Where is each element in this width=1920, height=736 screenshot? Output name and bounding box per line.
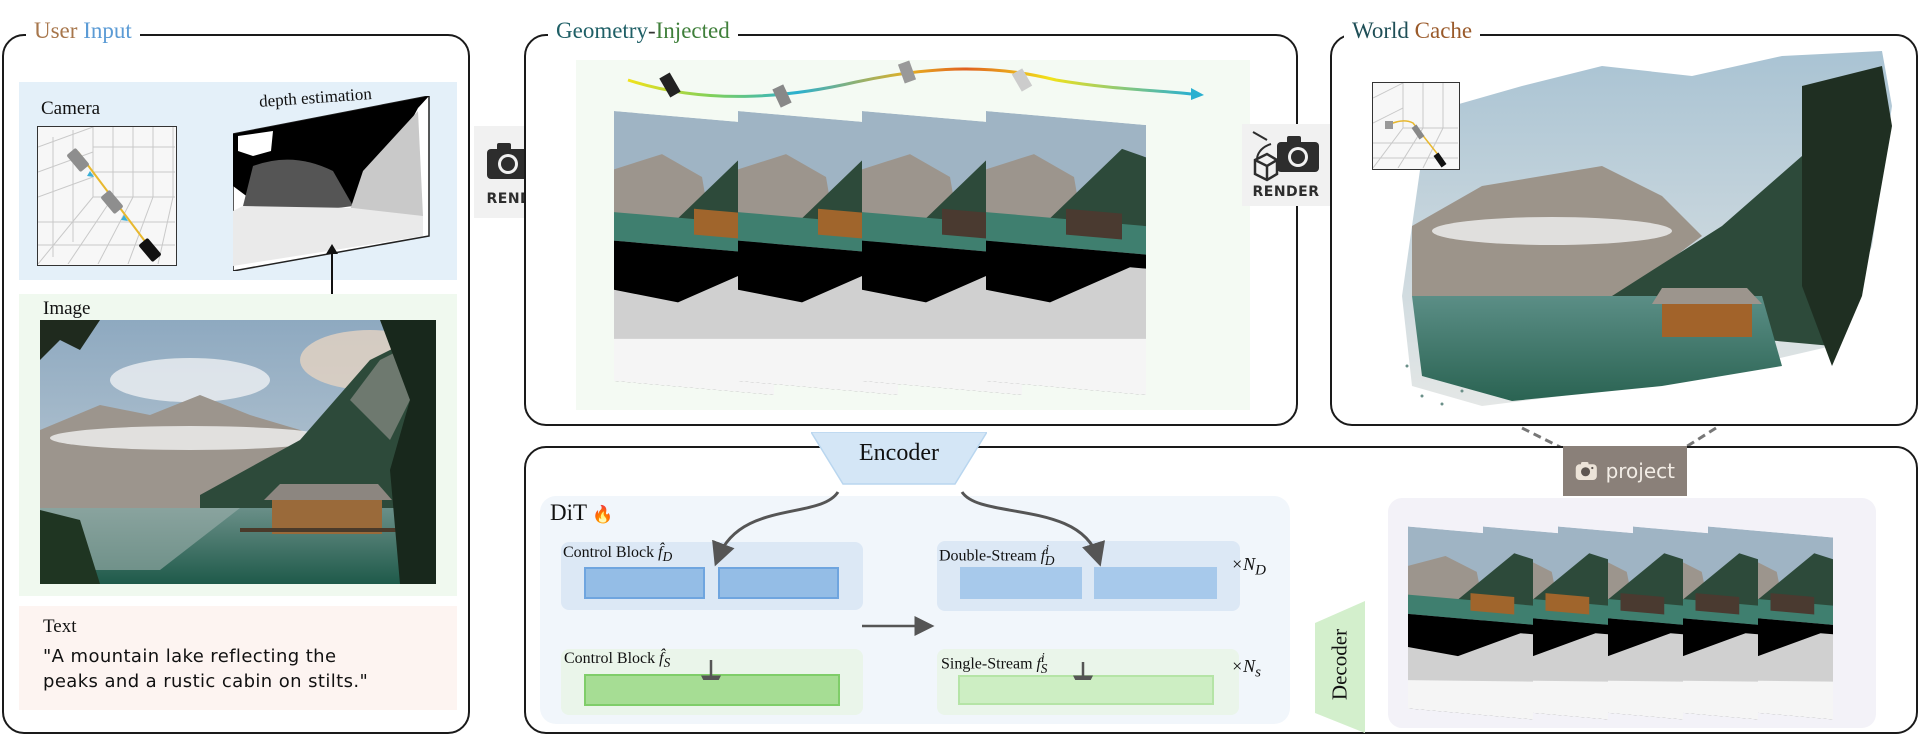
text-prompt: "A mountain lake reflecting the peaks an… xyxy=(43,644,368,694)
image-label: Image xyxy=(43,298,91,319)
output-frames-area xyxy=(1388,498,1876,728)
image-region: Image xyxy=(19,294,457,596)
input-photo xyxy=(40,320,436,584)
camera-trajectory-curve xyxy=(627,60,1204,108)
camera-trajectory-icon xyxy=(1372,82,1458,169)
project-badge: project xyxy=(1563,446,1687,496)
project-label: project xyxy=(1605,459,1675,483)
world-cache-title: World Cache xyxy=(1344,16,1481,46)
geometry-frame xyxy=(738,111,898,395)
double-stream-bar-2 xyxy=(1094,567,1217,599)
double-stream-bar-1 xyxy=(960,567,1082,599)
output-frame xyxy=(1408,526,1533,720)
decoder-label: Decoder xyxy=(1327,628,1352,701)
multiplier-n-s: ×Ns xyxy=(1231,656,1261,681)
text-label: Text xyxy=(43,616,77,637)
camera-cube-render-icon xyxy=(1252,131,1319,182)
text-prompt-line-1: "A mountain lake reflecting the xyxy=(43,646,337,667)
geometry-frame xyxy=(862,111,1022,395)
user-input-title: User Input xyxy=(26,16,140,46)
control-block-d-bar-1 xyxy=(584,567,705,599)
depth-arrow xyxy=(331,252,333,318)
single-stream-label: Single-Stream fiS xyxy=(941,650,1048,676)
geometry-frame xyxy=(614,111,774,395)
camera-trajectory-inset xyxy=(1372,82,1460,170)
render-label-right: RENDER xyxy=(1252,184,1320,200)
camera-depth-region: Camera depth xyxy=(19,82,457,280)
text-prompt-line-2: peaks and a rustic cabin on stilts." xyxy=(43,671,369,692)
geometry-injected-title: Geometry-Injected xyxy=(548,16,738,46)
user-input-panel: User Input Camera xyxy=(2,16,470,734)
encoder-block xyxy=(811,432,987,485)
point-cloud-scene xyxy=(1402,51,1892,406)
world-cache-panel: World Cache xyxy=(1330,16,1918,426)
mountain-lake-photo xyxy=(40,320,436,584)
text-region: Text "A mountain lake reflecting the pea… xyxy=(19,606,457,710)
depth-arrow-head xyxy=(326,244,338,254)
geometry-frames-area xyxy=(576,60,1250,410)
double-stream-label: Double-Stream fiD xyxy=(939,542,1055,568)
camera-label: Camera xyxy=(41,98,101,119)
fire-icon: 🔥 xyxy=(592,505,614,524)
camera-trajectory-plot xyxy=(37,126,177,266)
dit-label: DiT 🔥 xyxy=(550,500,614,525)
camera-icon xyxy=(1575,461,1597,481)
render-badge-right: RENDER xyxy=(1242,124,1330,206)
dit-arrows xyxy=(701,491,1105,680)
control-block-d-bar-2 xyxy=(718,567,839,599)
multiplier-n-d: ×ND xyxy=(1231,554,1266,579)
camera-trajectory-icon xyxy=(37,126,175,265)
depth-map-image xyxy=(233,96,430,271)
control-block-d-label: Control Block f̂D xyxy=(563,544,673,565)
geometry-frame xyxy=(986,111,1146,395)
project-connector-lines xyxy=(1521,426,1717,456)
single-stream-bar xyxy=(958,675,1214,705)
decoder-block xyxy=(1315,601,1365,733)
geometry-injected-panel: Geometry-Injected xyxy=(524,16,1298,426)
encoder-label: Encoder xyxy=(859,440,939,466)
control-block-s-label: Control Block f̂S xyxy=(564,650,671,671)
